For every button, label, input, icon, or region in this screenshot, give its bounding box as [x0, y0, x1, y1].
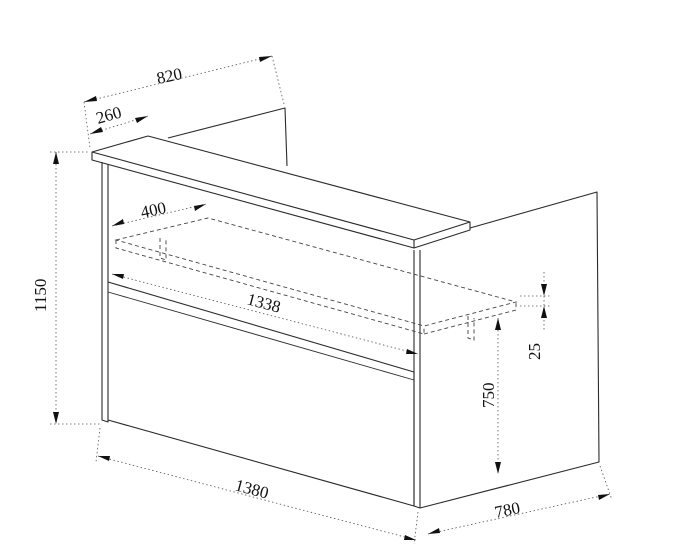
- shelf-left-support: [159, 238, 167, 261]
- dim-25-arrow-bottom: [541, 306, 547, 318]
- dim-820-arrow-left: [84, 96, 97, 102]
- label-1150: 1150: [31, 279, 50, 312]
- shelf-right-support: [467, 316, 475, 341]
- dim-400-arrow-right: [194, 204, 206, 211]
- front-panel: [107, 281, 415, 507]
- front-panel-right-edge: [413, 250, 421, 509]
- dim-1380-arrow-right: [404, 535, 416, 540]
- desk-geometry: [91, 107, 600, 509]
- shelf-right-thickness: [423, 302, 517, 335]
- dim-1338-arrow-left: [112, 274, 124, 279]
- dim-1380-arrow-left: [98, 456, 110, 461]
- dim-1380-ext: [95, 427, 419, 545]
- dim-820-ext: [83, 55, 285, 149]
- left-post: [101, 162, 109, 423]
- dim-1338-arrow-right: [406, 349, 418, 354]
- shelf-top: [114, 217, 518, 327]
- dim-1150-arrow-bottom: [53, 412, 59, 424]
- label-750: 750: [479, 383, 498, 409]
- dim-820-arrow-right: [259, 56, 272, 62]
- dimension-lines: [50, 55, 613, 545]
- label-780: 780: [493, 498, 522, 522]
- dim-400-line: [111, 203, 207, 227]
- label-260: 260: [94, 103, 124, 128]
- dim-25-ext: [520, 295, 552, 307]
- counter-top: [91, 135, 471, 241]
- dim-1338-line: [111, 273, 419, 355]
- label-1380: 1380: [233, 476, 271, 503]
- dim-25-arrow-top: [541, 284, 547, 296]
- dim-260-arrow-right: [135, 116, 148, 123]
- label-820: 820: [155, 64, 184, 88]
- dim-1150-ext: [50, 151, 100, 425]
- dim-750-arrow-top: [495, 318, 501, 330]
- label-1338: 1338: [245, 290, 283, 317]
- side-panel: [419, 191, 600, 509]
- dim-780-arrow-right: [598, 494, 610, 500]
- label-400: 400: [139, 198, 168, 222]
- dim-260-arrow-left: [90, 127, 103, 134]
- dim-1150-arrow-top: [53, 152, 59, 164]
- label-25: 25: [525, 343, 544, 360]
- counter-top-front-edge: [91, 152, 415, 249]
- counter-top-end-edge: [413, 222, 471, 249]
- dim-1380-line: [97, 455, 417, 541]
- dim-750-arrow-bottom: [495, 462, 501, 474]
- back-panel: [167, 107, 288, 167]
- shelf-front-thickness: [115, 240, 425, 335]
- dim-820-line: [83, 55, 273, 103]
- dim-780-arrow-left: [428, 528, 440, 534]
- hidden-shelf: [114, 217, 518, 341]
- dim-780-line: [427, 493, 611, 535]
- front-panel-top-line: [107, 291, 415, 381]
- dim-400-arrow-left: [112, 219, 124, 226]
